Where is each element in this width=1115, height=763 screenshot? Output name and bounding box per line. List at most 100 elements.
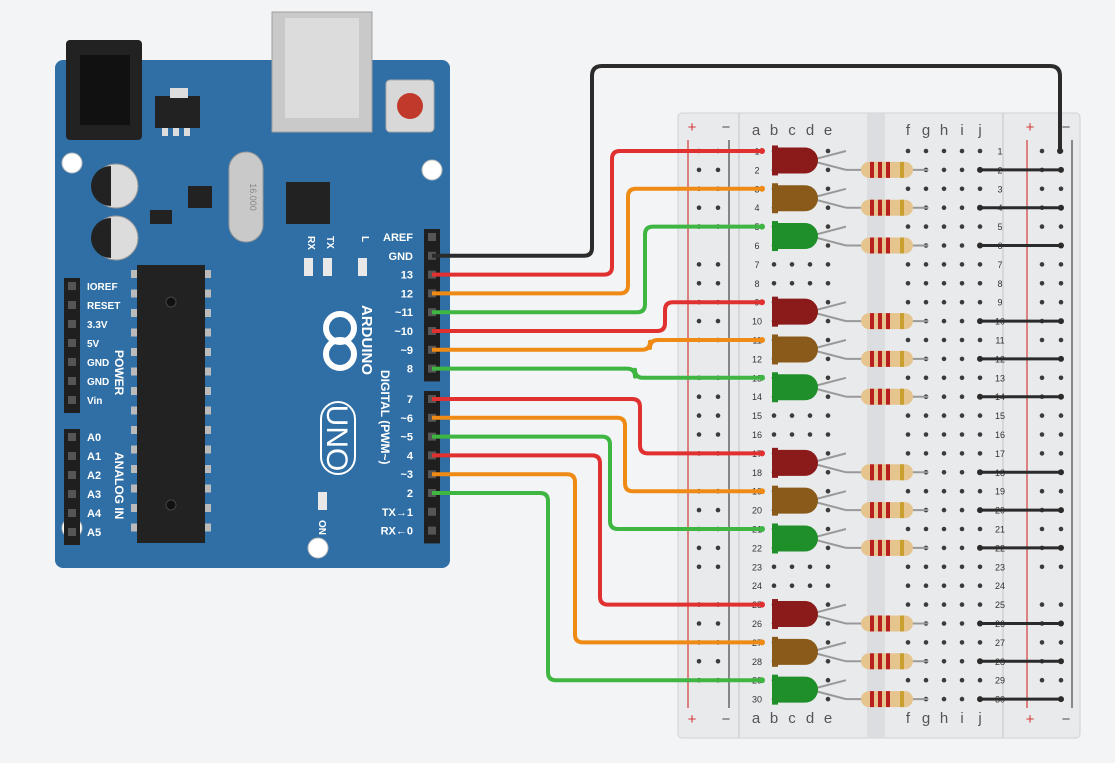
breadboard-hole[interactable] [941,281,947,286]
header-socket[interactable] [68,282,76,290]
led-body[interactable] [775,336,819,363]
breadboard-hole[interactable] [923,337,929,343]
breadboard-hole[interactable] [807,413,813,418]
rail-hole[interactable] [1058,413,1064,418]
breadboard-hole[interactable] [959,167,965,173]
breadboard-hole[interactable] [941,696,947,702]
header-socket[interactable] [68,358,76,366]
breadboard-hole[interactable] [959,640,965,645]
breadboard-hole[interactable] [825,394,831,400]
led-body[interactable] [775,638,819,665]
breadboard-hole[interactable] [941,432,947,437]
breadboard-hole[interactable] [905,640,911,645]
rail-hole[interactable] [1058,526,1064,532]
breadboard-hole[interactable] [825,318,831,324]
breadboard-hole[interactable] [941,677,947,683]
rail-hole[interactable] [715,167,721,173]
rail-hole[interactable] [1039,337,1045,343]
breadboard-hole[interactable] [923,640,929,645]
breadboard-hole[interactable] [977,299,983,305]
breadboard-hole[interactable] [941,167,947,173]
breadboard-hole[interactable] [959,659,965,664]
breadboard-hole[interactable] [977,451,983,456]
breadboard-hole[interactable] [905,488,911,494]
breadboard-hole[interactable] [923,299,929,305]
breadboard-hole[interactable] [959,281,965,286]
led-body[interactable] [775,374,819,401]
breadboard-hole[interactable] [807,262,813,267]
rail-hole[interactable] [1039,186,1045,192]
rail-hole[interactable] [715,318,721,324]
breadboard-hole[interactable] [941,375,947,381]
header-socket[interactable] [68,471,76,479]
breadboard-hole[interactable] [941,583,947,588]
led-green[interactable] [772,372,819,403]
breadboard-hole[interactable] [959,507,965,513]
rail-hole[interactable] [696,621,702,626]
rail-hole[interactable] [1058,224,1064,229]
breadboard-hole[interactable] [905,564,911,570]
breadboard-hole[interactable] [959,583,965,588]
header-socket[interactable] [68,396,76,404]
rail-hole[interactable] [696,167,702,173]
breadboard-hole[interactable] [825,696,831,702]
led-red[interactable] [772,296,819,327]
breadboard-hole[interactable] [941,507,947,513]
header-socket[interactable] [68,320,76,328]
breadboard-hole[interactable] [825,640,831,645]
breadboard-hole[interactable] [977,640,983,645]
resistor[interactable] [846,388,928,405]
breadboard-hole[interactable] [771,413,777,418]
rail-hole[interactable] [1058,299,1064,305]
led-red[interactable] [772,447,819,478]
rail-hole[interactable] [1039,299,1045,305]
breadboard-hole[interactable] [959,564,965,570]
breadboard-hole[interactable] [977,564,983,570]
breadboard-hole[interactable] [959,205,965,210]
rail-hole[interactable] [696,394,702,400]
header-socket[interactable] [68,490,76,498]
rail-hole[interactable] [696,659,702,664]
breadboard-hole[interactable] [977,677,983,683]
breadboard-hole[interactable] [789,413,795,418]
rail-hole[interactable] [696,281,702,286]
breadboard-hole[interactable] [959,451,965,456]
breadboard-hole[interactable] [977,337,983,343]
led-yellow[interactable] [772,485,818,516]
breadboard-hole[interactable] [977,602,983,607]
breadboard-hole[interactable] [923,583,929,588]
breadboard-hole[interactable] [825,281,831,286]
resistor[interactable] [846,313,928,330]
breadboard-hole[interactable] [905,677,911,683]
rail-hole[interactable] [715,659,721,664]
resistor[interactable] [846,615,928,632]
breadboard-hole[interactable] [941,602,947,607]
rail-hole[interactable] [1058,640,1064,645]
rail-hole[interactable] [1058,564,1064,570]
breadboard-hole[interactable] [825,583,831,588]
resistor[interactable] [846,691,928,708]
breadboard-hole[interactable] [959,677,965,683]
breadboard-hole[interactable] [941,413,947,418]
resistor[interactable] [846,464,928,481]
resistor[interactable] [846,539,928,556]
breadboard-hole[interactable] [771,583,777,588]
breadboard-hole[interactable] [825,677,831,683]
rail-hole[interactable] [1058,186,1064,192]
breadboard-hole[interactable] [959,432,965,437]
resistor[interactable] [846,653,928,670]
breadboard-hole[interactable] [905,299,911,305]
led-yellow[interactable] [772,334,819,365]
breadboard-hole[interactable] [977,413,983,418]
breadboard-hole[interactable] [825,356,831,362]
led-body[interactable] [775,601,819,628]
breadboard-hole[interactable] [959,696,965,702]
breadboard-hole[interactable] [941,564,947,570]
header-socket[interactable] [68,509,76,517]
rail-hole[interactable] [1039,281,1045,286]
breadboard-hole[interactable] [905,526,911,532]
breadboard-hole[interactable] [941,640,947,645]
breadboard-hole[interactable] [941,621,947,626]
breadboard-hole[interactable] [941,526,947,532]
breadboard-hole[interactable] [923,375,929,381]
